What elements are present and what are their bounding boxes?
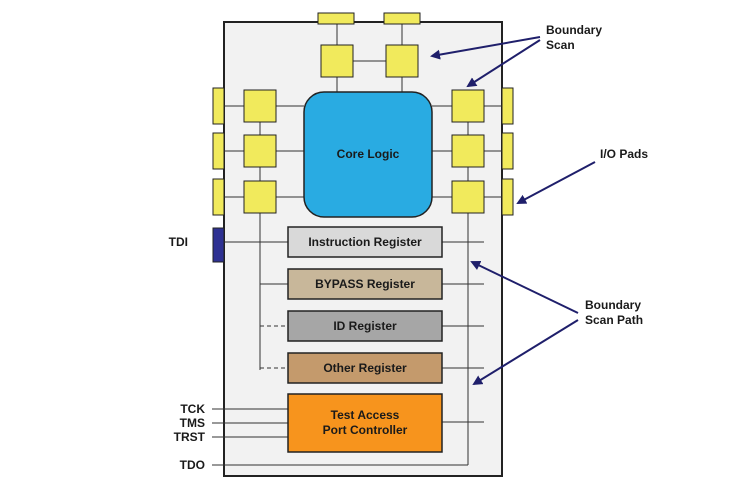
arrow-boundary-scan-2: [466, 39, 541, 88]
io-pad-right-1: [501, 87, 514, 125]
trst-label: TRST: [174, 430, 206, 444]
instruction-register-label: Instruction Register: [308, 235, 422, 249]
scan-cell: [451, 134, 485, 168]
io-pad-top-1: [317, 12, 355, 25]
scan-cell: [320, 44, 354, 78]
arrow-boundary-scan-1: [430, 36, 541, 60]
tck-label: TCK: [180, 402, 205, 416]
bypass-register-label: BYPASS Register: [315, 277, 415, 291]
other-register-label: Other Register: [323, 361, 407, 375]
other-register: [287, 352, 443, 384]
io-pad-top-2: [383, 12, 421, 25]
instruction-register: [287, 226, 443, 258]
arrow-scan-path-2: [472, 319, 579, 386]
io-pads: [212, 12, 514, 216]
io-pads-label: I/O Pads: [600, 147, 648, 161]
tdi-label: TDI: [169, 235, 188, 249]
dashed-scan-lines: [260, 325, 288, 369]
tdo-label: TDO: [180, 458, 205, 472]
bypass-register: [287, 268, 443, 300]
interconnect-lines: [212, 24, 502, 466]
annotation-arrows: [430, 36, 596, 386]
boundary-scan-cells: [243, 44, 485, 214]
id-register: [287, 310, 443, 342]
tap-controller-label-line2: Port Controller: [323, 423, 408, 437]
core-logic-label: Core Logic: [337, 147, 400, 161]
scan-cell: [243, 89, 277, 123]
tap-controller-label-line1: Test Access: [331, 408, 400, 422]
io-pad-right-2: [501, 132, 514, 170]
tms-label: TMS: [180, 416, 205, 430]
scan-cell: [243, 180, 277, 214]
scan-cell: [451, 180, 485, 214]
scan-cell: [243, 134, 277, 168]
boundary-scan-path-label-line1: Boundary: [585, 298, 641, 312]
boundary-scan-path-label-line2: Scan Path: [585, 313, 643, 327]
arrow-io-pads: [516, 161, 596, 204]
tdi-pad: [212, 227, 225, 263]
id-register-label: ID Register: [333, 319, 397, 333]
io-pad-left-2: [212, 132, 225, 170]
boundary-scan-label-line2: Scan: [546, 38, 575, 52]
scan-cell: [451, 89, 485, 123]
scan-cell: [385, 44, 419, 78]
core-logic-block: [303, 91, 433, 218]
tap-controller: [287, 393, 443, 453]
io-pad-right-3: [501, 178, 514, 216]
io-pad-left-3: [212, 178, 225, 216]
io-pad-left-1: [212, 87, 225, 125]
boundary-scan-label-line1: Boundary: [546, 23, 602, 37]
arrow-scan-path-1: [470, 260, 579, 314]
